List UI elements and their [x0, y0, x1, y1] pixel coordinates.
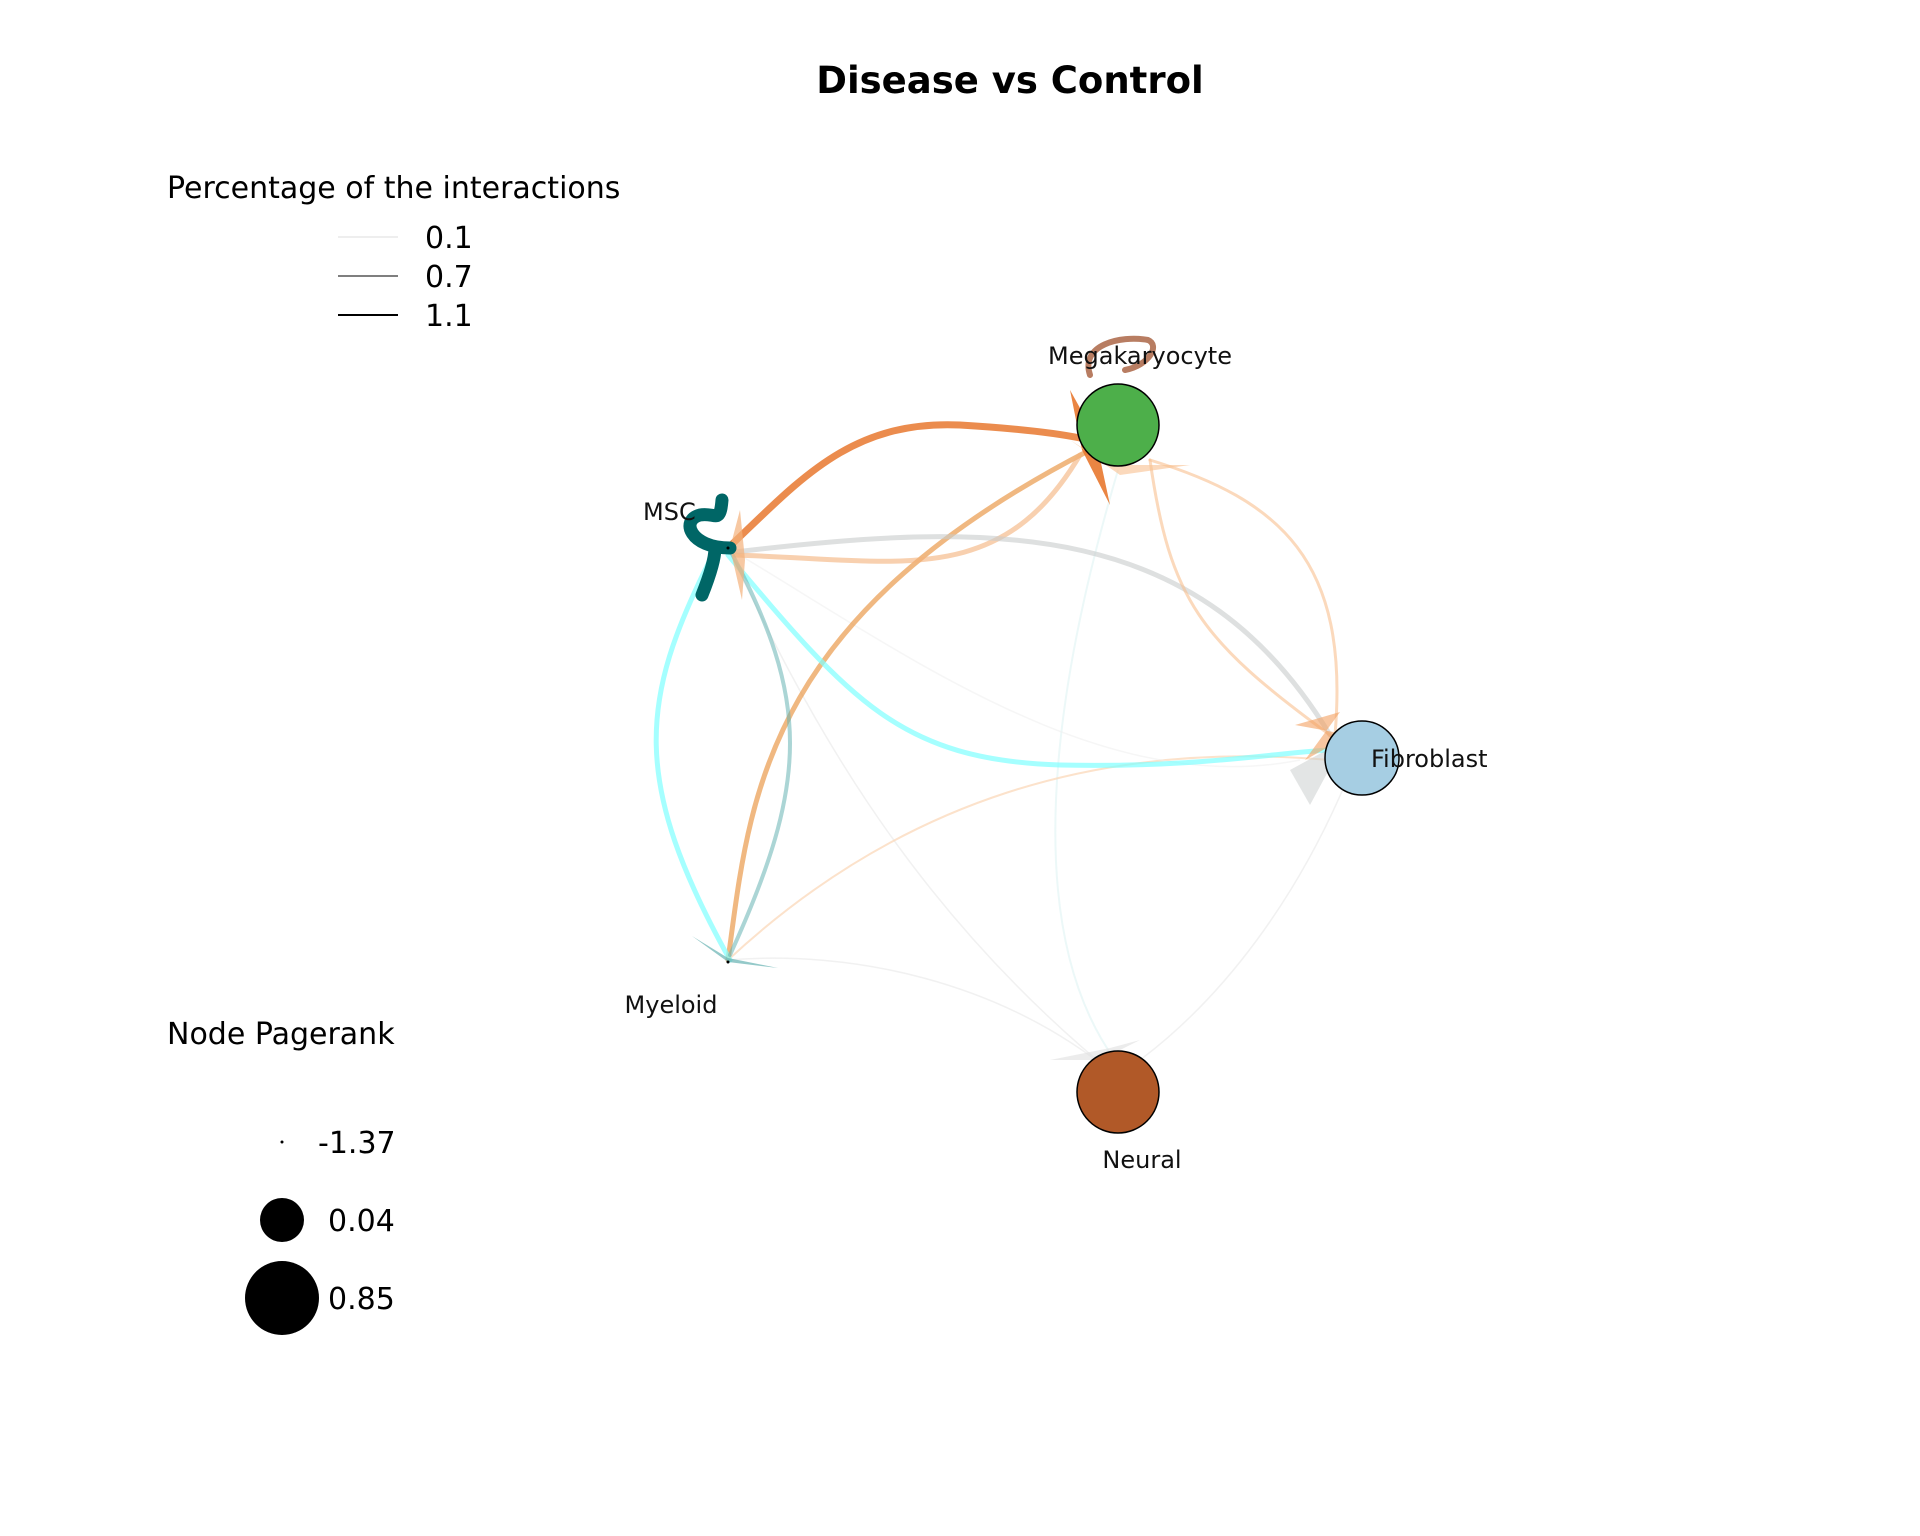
edge-msc-neural [727, 547, 1116, 1076]
edge-legend-label-3: 1.1 [425, 299, 473, 334]
edge-legend-title: Percentage of the interactions [167, 171, 620, 206]
edge-legend-label-1: 0.1 [425, 221, 473, 256]
self-loop-megakaryocyte [1085, 335, 1156, 378]
node-legend-dot-3 [245, 1261, 319, 1335]
node-labels: Megakaryocyte Fibroblast Neural MSC Myel… [625, 342, 1488, 1174]
self-loops [683, 335, 1156, 602]
node-label-megakaryocyte: Megakaryocyte [1048, 342, 1232, 370]
node-label-myeloid: Myeloid [625, 991, 718, 1019]
node-fibroblast[interactable] [1324, 720, 1400, 796]
arrowhead-neural [1050, 1040, 1140, 1060]
node-legend-label-3: 0.85 [328, 1282, 395, 1317]
node-legend-title: Node Pagerank [167, 1017, 395, 1052]
main-edges [653, 421, 1339, 963]
edge-megakaryocyte-fibroblast-b [1148, 458, 1339, 737]
node-label-msc: MSC [643, 498, 696, 526]
node-label-neural: Neural [1102, 1146, 1181, 1174]
edge-msc-myeloid [653, 557, 733, 963]
self-loop-msc [683, 493, 737, 602]
node-legend-dot-2 [260, 1198, 304, 1242]
arrowhead-myeloid [692, 936, 778, 968]
edge-msc-fibroblast-faint [727, 547, 1301, 768]
arrowhead-fibroblast-a [1295, 712, 1350, 760]
edge-megakaryocyte-msc [732, 452, 1083, 564]
edge-msc-megakaryocyte [724, 421, 1084, 552]
node-legend-label-1: -1.37 [318, 1126, 396, 1161]
edge-myeloid-fibroblast [727, 755, 1331, 961]
arrowhead-megakaryocyte-b [1070, 440, 1190, 475]
edge-msc-fibroblast [725, 552, 1333, 768]
arrowhead-msc [730, 510, 745, 600]
edge-width-legend: Percentage of the interactions 0.1 0.7 1… [167, 171, 620, 334]
node-neural[interactable] [1076, 1050, 1160, 1134]
edge-myeloid-megakaryocyte [725, 447, 1093, 963]
edge-legend-label-2: 0.7 [425, 260, 473, 295]
edge-fibroblast-neural [1139, 759, 1356, 1061]
edge-fibroblast-msc [732, 534, 1333, 738]
edge-megakaryocyte-fibroblast-a [1148, 458, 1332, 737]
node-legend-dot-1 [280, 1140, 284, 1144]
edge-myeloid-neural [727, 957, 1116, 1076]
node-megakaryocyte[interactable] [1076, 383, 1160, 467]
edge-myeloid-msc [728, 548, 792, 957]
node-legend-label-2: 0.04 [328, 1204, 395, 1239]
node-label-fibroblast: Fibroblast [1371, 745, 1488, 773]
node-size-legend: Node Pagerank -1.37 0.04 0.85 [167, 1017, 396, 1335]
chart-title: Disease vs Control [816, 59, 1203, 102]
nodes [726, 383, 1400, 1134]
node-myeloid[interactable] [726, 960, 730, 964]
edge-neural-megakaryocyte [1054, 469, 1119, 1061]
node-msc[interactable] [726, 546, 730, 550]
